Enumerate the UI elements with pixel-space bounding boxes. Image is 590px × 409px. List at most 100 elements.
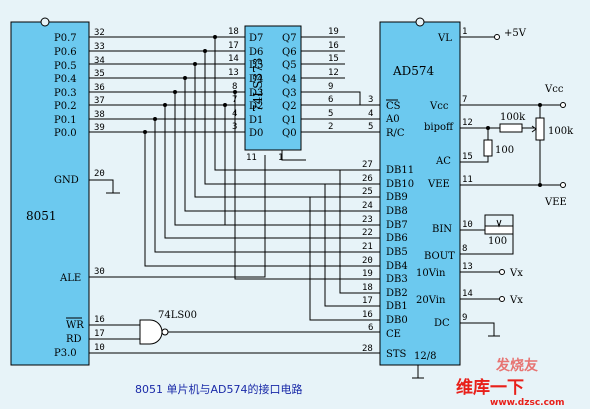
nand-name: 74LS00	[158, 310, 197, 321]
adc-db3: DB3	[386, 274, 408, 285]
adc-pin-5: 5	[368, 122, 373, 132]
mcu-pin-p07: P0.7	[54, 33, 77, 44]
adc-bout: BOUT	[424, 251, 455, 262]
latch-q4: Q4	[282, 74, 297, 85]
r4-label: 100	[488, 236, 507, 247]
adc-notch	[415, 17, 425, 27]
vcc-terminal	[560, 102, 566, 108]
adc-db2: DB2	[386, 288, 408, 299]
vl-terminal	[494, 34, 500, 40]
adc-pin-24: 24	[362, 201, 373, 211]
latch-d-pin-8: 8	[232, 82, 237, 92]
adc-cs: CS	[386, 101, 401, 112]
mcu-pin-ale: ALE	[59, 273, 81, 284]
adc-pin-23: 23	[362, 215, 373, 225]
adc-pin-15: 15	[462, 152, 473, 162]
mcu-pin-p06: P0.6	[54, 47, 77, 58]
adc-pin-6: 6	[368, 323, 373, 333]
pin-num-wr: 16	[94, 315, 105, 325]
pin-num-38: 38	[94, 110, 105, 120]
latch-d1: D1	[249, 115, 263, 126]
adc-name: AD574	[392, 64, 435, 78]
adc-rc: R/C	[386, 128, 405, 139]
adc-pin-21: 21	[362, 242, 373, 252]
bin-wire	[460, 214, 514, 231]
adc-pin-13: 13	[462, 262, 473, 272]
adc-db1: DB1	[386, 301, 408, 312]
pin-num-34: 34	[94, 56, 105, 66]
latch-d-pin-17: 17	[228, 41, 239, 51]
adc-vcc: Vcc	[429, 101, 449, 112]
adc-pin-3: 3	[368, 95, 373, 105]
adc-pin-28: 28	[362, 344, 373, 354]
latch-d2: D2	[249, 101, 263, 112]
adc-pin-16: 16	[362, 310, 373, 320]
latch-d5: D5	[249, 60, 263, 71]
resistor-r3	[483, 139, 493, 157]
latch-d-pin-7: 7	[232, 95, 237, 105]
latch-oe-gnd	[281, 150, 300, 161]
adc-pin-12: 12	[462, 118, 473, 128]
latch-d6: D6	[249, 47, 263, 58]
latch-q-pin-2: 2	[328, 122, 333, 132]
latch-d-pin-3: 3	[232, 122, 237, 132]
dc-wire	[460, 322, 495, 336]
latch-q7: Q7	[282, 33, 297, 44]
adc-db6: DB6	[386, 233, 408, 244]
latch-q-pin-12: 12	[328, 68, 339, 78]
adc-db0: DB0	[386, 315, 408, 326]
plus5v-label: +5V	[504, 28, 527, 39]
vx2-terminal	[499, 296, 505, 302]
mcu-8051-body	[10, 21, 90, 366]
mcu-name: 8051	[26, 209, 57, 223]
latch-q2: Q2	[282, 101, 297, 112]
adc-db10: DB10	[386, 179, 414, 190]
latch-pin-1: 1	[278, 153, 283, 163]
adc-pin-14: 14	[462, 289, 473, 299]
latch-q-pin-6: 6	[328, 95, 333, 105]
latch-q-pin-16: 16	[328, 41, 339, 51]
adc-pin-11: 11	[462, 175, 473, 185]
pot-wiper-arrow	[531, 125, 537, 133]
pin-num-gnd: 20	[94, 169, 105, 179]
pin-num-rd: 17	[94, 329, 105, 339]
latch-d0: D0	[249, 128, 263, 139]
pin-num-37: 37	[94, 96, 105, 106]
adc-db7: DB7	[386, 220, 408, 231]
port0-bus	[89, 36, 245, 133]
nand-bubble	[161, 328, 169, 336]
latch-q-pin-15: 15	[328, 54, 339, 64]
pin-num-39: 39	[94, 123, 105, 133]
pin-num-32: 32	[94, 28, 105, 38]
mcu-pin-p05: P0.5	[54, 61, 77, 72]
latch-q5: Q5	[282, 60, 297, 71]
adc-pin-27: 27	[362, 160, 373, 170]
latch-q-pin-9: 9	[328, 82, 333, 92]
adc-pin-25: 25	[362, 187, 373, 197]
vee-label: VEE	[544, 197, 567, 208]
adc-pin-10: 10	[462, 220, 473, 230]
nand-gate	[139, 319, 163, 345]
latch-q-pin-5: 5	[328, 109, 333, 119]
vx1-label: Vx	[509, 268, 523, 279]
latch-74ls373-body	[244, 25, 302, 151]
adc-sts: STS	[386, 349, 407, 360]
latch-d3: D3	[249, 88, 263, 99]
adc-12-8: 12/8	[414, 351, 436, 362]
latch-d7: D7	[249, 33, 263, 44]
pin-num-33: 33	[94, 42, 105, 52]
ale-wire	[89, 155, 266, 278]
latch-d-pin-14: 14	[228, 54, 239, 64]
mcu-notch	[40, 17, 50, 27]
adc-pin-22: 22	[362, 228, 373, 238]
adc-bin: BIN	[432, 224, 452, 235]
adc-pin-1: 1	[462, 27, 467, 37]
adc-bipoff: bipoff	[424, 122, 454, 133]
mcu-pin-rd: RD	[66, 334, 82, 345]
latch-q-pin-19: 19	[328, 27, 339, 37]
mcu-pin-p03: P0.3	[54, 88, 77, 99]
latch-d-pin-13: 13	[228, 68, 239, 78]
figure-caption: 8051 单片机与AD574的接口电路	[135, 382, 302, 396]
adc-ce: CE	[386, 329, 401, 340]
